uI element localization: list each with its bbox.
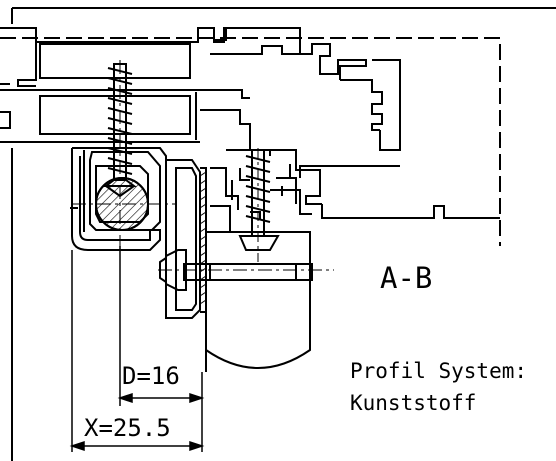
- horizontal-bolt: [159, 249, 313, 291]
- section-label: A-B: [380, 261, 432, 295]
- frame-screw-left: [103, 63, 137, 198]
- sash-screw: [238, 148, 280, 262]
- dimension-x-label: X=25.5: [84, 414, 171, 442]
- profile-system-label: Profil System:: [350, 359, 527, 383]
- dimension-lines: [69, 246, 205, 452]
- hinge-housing: [165, 159, 207, 319]
- hinge-cylinder: [205, 231, 311, 372]
- sash-profile: [206, 27, 500, 233]
- frame-dashed-outline: [0, 37, 501, 246]
- profile-material-label: Kunststoff: [350, 391, 476, 415]
- frame-outline: [11, 7, 556, 461]
- dimension-d-label: D=16: [122, 362, 180, 390]
